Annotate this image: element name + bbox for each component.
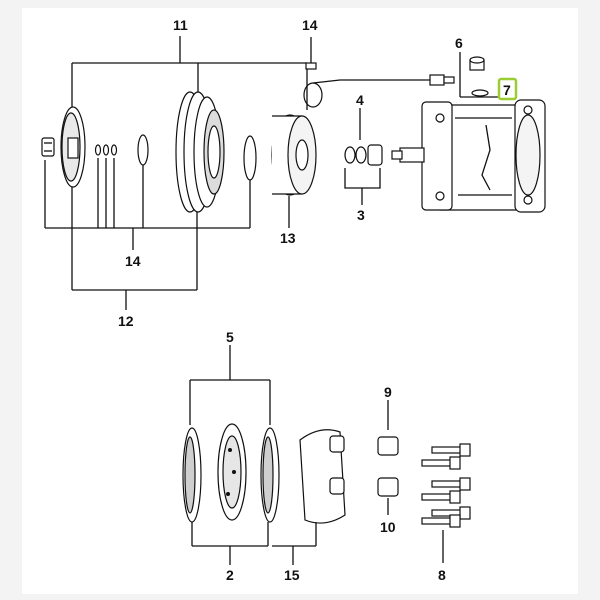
callout-9: 9 xyxy=(384,384,392,400)
callout-15: 15 xyxy=(284,567,300,583)
field-coil xyxy=(271,114,317,196)
callout-14-top: 14 xyxy=(302,17,318,33)
callout-4: 4 xyxy=(356,92,364,108)
clutch-hub-plate xyxy=(60,106,86,188)
callout-13: 13 xyxy=(280,230,296,246)
diagram-panel xyxy=(22,8,578,594)
callout-8: 8 xyxy=(438,567,446,583)
bolts-8 xyxy=(421,443,471,563)
pulley xyxy=(175,91,225,213)
callout-6: 6 xyxy=(455,35,463,51)
callout-3: 3 xyxy=(357,207,365,223)
callout-7-highlight xyxy=(497,77,518,101)
callout-5: 5 xyxy=(226,329,234,345)
bracket-12 xyxy=(71,212,198,310)
gasket-left xyxy=(182,427,202,523)
callout-11: 11 xyxy=(173,17,188,33)
ground-screw xyxy=(305,37,317,70)
bracket-5 xyxy=(189,345,271,425)
compressor-body xyxy=(391,99,546,213)
gasket-right xyxy=(260,427,280,523)
coil-wire xyxy=(303,74,455,108)
valve-plate xyxy=(217,423,247,521)
shims xyxy=(94,144,118,156)
fitting-10 xyxy=(377,477,399,515)
bracket-14-mid xyxy=(44,158,251,250)
bracket-15 xyxy=(272,522,317,565)
callout-14-mid: 14 xyxy=(125,253,141,269)
bracket-2 xyxy=(191,522,269,565)
cylinder-head xyxy=(299,429,346,524)
leader-6 xyxy=(459,52,500,98)
hub-nut xyxy=(41,137,55,157)
callout-10: 10 xyxy=(380,519,396,535)
seal-parts xyxy=(344,108,383,205)
fitting-9 xyxy=(377,400,399,456)
callout-12: 12 xyxy=(118,313,134,329)
callout-7[interactable]: 7 xyxy=(503,82,511,98)
callout-2: 2 xyxy=(226,567,234,583)
